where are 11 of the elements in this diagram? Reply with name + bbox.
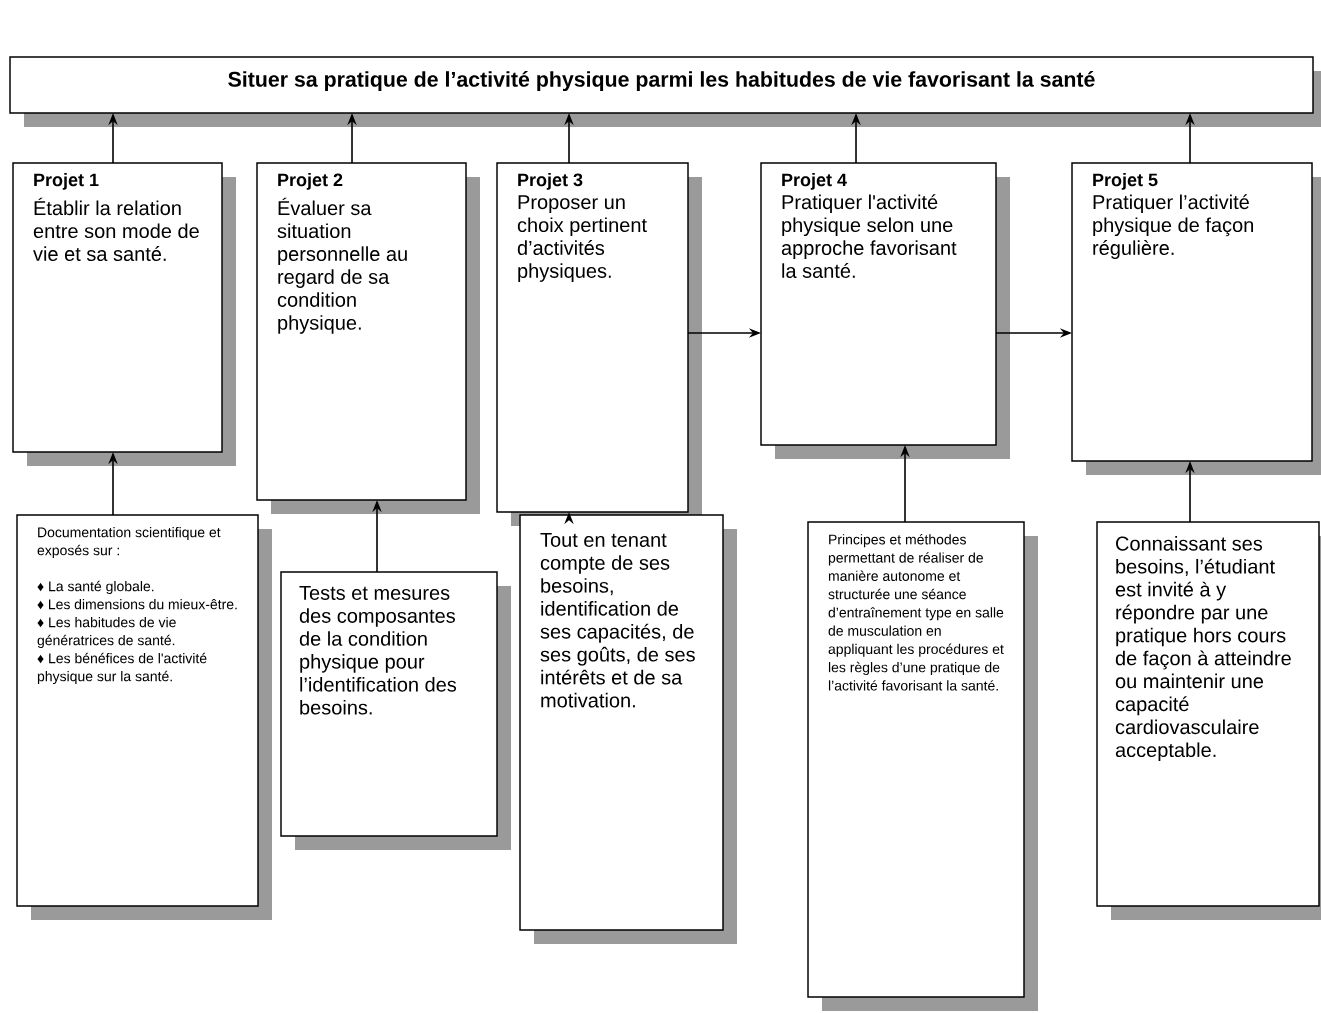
project-box: Projet 1 Établir la relation entre son mode de vie et sa santé. xyxy=(12,162,236,466)
content-box: Connaissant ses besoins, l’étudiant est invité à y répondre par une pratique hors cours de façon à atteindre ou maintenir une capacité cardiovasculaire acceptable. xyxy=(1096,521,1321,920)
content-box: Documentation scientifique et exposés sur : ♦ La santé globale. ♦ Les dimensions du mieux-être. ♦ Les habitudes de vie génératrices de santé. ♦ Les bénéfices de l'activité physique sur la santé. xyxy=(16,514,272,920)
project-box: Projet 4 Pratiquer l'activité physique selon une approche favorisant la santé. xyxy=(760,162,1010,459)
project-box: Projet 2 Évaluer sa situation personnelle au regard de sa condition physique. xyxy=(256,162,480,514)
content-box: Tests et mesures des composantes de la condition physique pour l’identification des besoins. xyxy=(280,571,511,850)
content-box: Tout en tenant compte de ses besoins, identification de ses capacités, de ses goûts, de ses intérêts et de sa motivation. xyxy=(519,514,737,944)
content-box: Principes et méthodes permettant de réaliser de manière autonome et structurée une séance d’entraînement type en salle de musculation en appliquant les procédures et les règles d’une pratique de l’activité favorisant la santé. xyxy=(807,521,1038,1011)
project-box: Projet 5 Pratiquer l’activité physique de façon régulière. xyxy=(1071,162,1321,475)
project-box: Projet 3 Proposer un choix pertinent d’activités physiques. xyxy=(496,162,702,526)
title-box: Situer sa pratique de l’activité physique parmi les habitudes de vie favorisant la santé xyxy=(9,56,1321,127)
